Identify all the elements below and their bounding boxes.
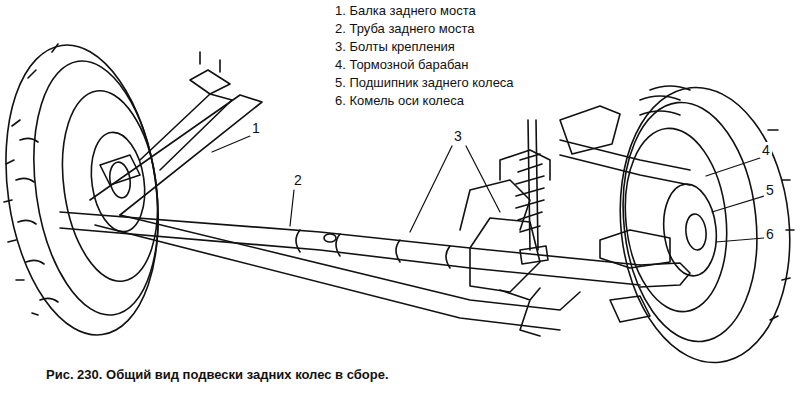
figure-caption: Рис. 230. Общий вид подвески задних коле…: [46, 368, 389, 383]
part-list-item: 6. Комель оси колеса: [335, 94, 464, 109]
callout-number: 2: [292, 172, 304, 188]
callout-number: 4: [760, 142, 772, 158]
part-list-item: 1. Балка заднего моста: [335, 4, 476, 19]
callout-number: 5: [764, 182, 776, 198]
part-list-item: 4. Тормозной барабан: [335, 58, 469, 73]
callout-number: 6: [764, 226, 776, 242]
callout-number: 3: [452, 128, 464, 144]
part-list-item: 3. Болты крепления: [335, 40, 455, 55]
part-list-item: 5. Подшипник заднего колеса: [335, 76, 514, 91]
part-list-item: 2. Труба заднего моста: [335, 22, 475, 37]
callout-number: 1: [250, 120, 262, 136]
